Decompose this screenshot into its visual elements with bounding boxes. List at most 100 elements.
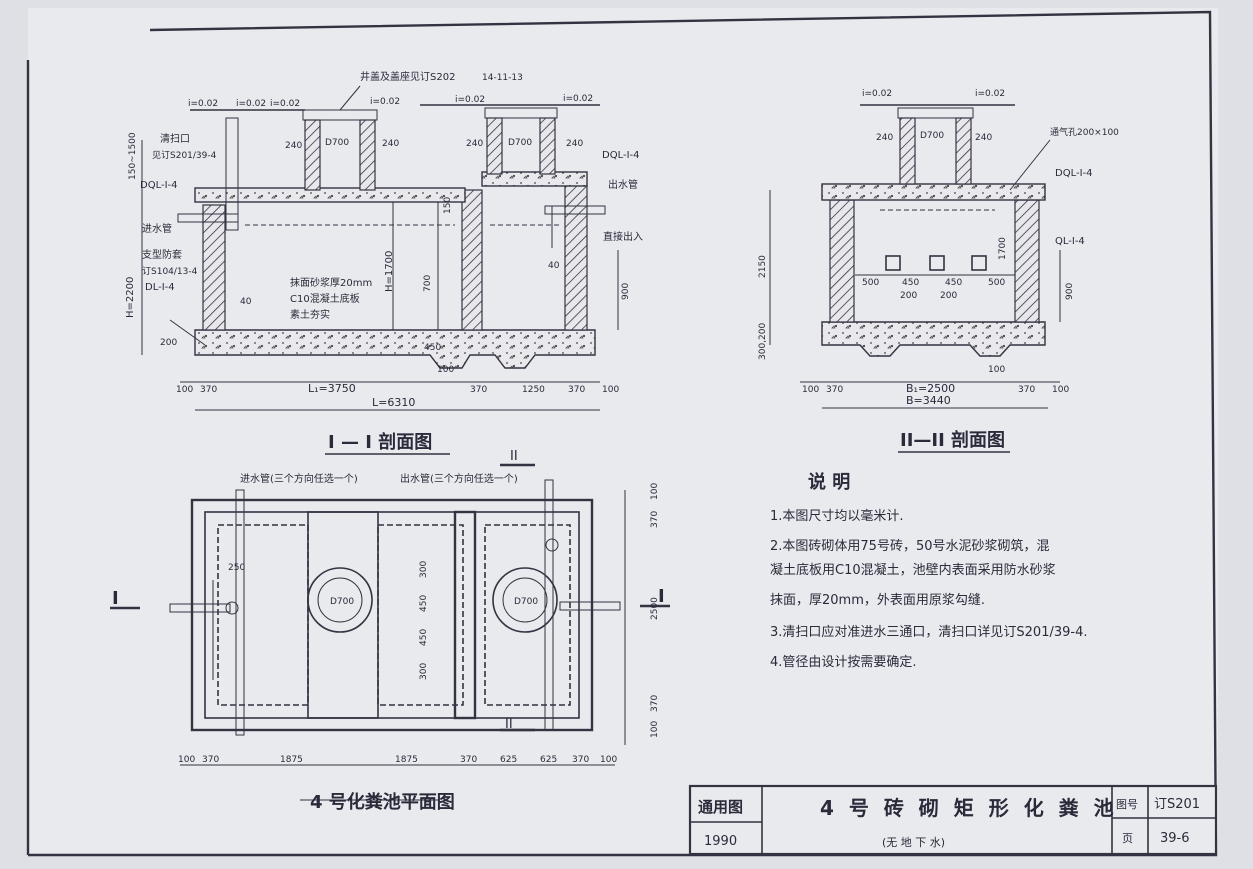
dim-inner: 450 — [419, 595, 429, 612]
cleanout-ref-label: 见订S201/39-4 — [152, 150, 217, 161]
plan-outer-wall — [190, 498, 594, 732]
dim-bottom: 100 — [176, 385, 193, 395]
dql-label: DQL-I-4 — [1055, 168, 1093, 179]
dim-bottom: 100 — [988, 365, 1005, 375]
inlet-pipe — [177, 213, 239, 223]
cover-ref-page: 14-11-13 — [482, 73, 523, 83]
c10-label: C10混凝土底板 — [290, 292, 360, 305]
slope-label: i=0.02 — [270, 99, 300, 109]
dim-plan-bottom: 370 — [572, 755, 589, 765]
section-2-2 — [769, 104, 1061, 409]
atlas-number: 订S201 — [1154, 797, 1200, 812]
dim-plan-bottom: 100 — [178, 755, 195, 765]
opening — [885, 255, 901, 271]
drawing-subtitle: (无 地 下 水) — [882, 836, 945, 849]
category-label: 通用图 — [698, 798, 743, 816]
wall-240-label: 240 — [466, 139, 483, 149]
opening — [971, 255, 987, 271]
cleanout-circle — [225, 601, 239, 615]
leader-cover — [339, 85, 361, 111]
vent-label: 通气孔200×100 — [1050, 126, 1119, 138]
leader — [169, 319, 206, 346]
manhole-inner — [317, 577, 363, 623]
right-wall — [1014, 199, 1040, 323]
concrete-base-slab — [194, 329, 596, 369]
notes-heading: 说 明 — [808, 471, 850, 493]
dql-right-label: DQL-I-4 — [602, 150, 640, 161]
dim-plan-bottom: 100 — [600, 755, 617, 765]
cut-mark-I-left: I — [112, 588, 119, 609]
dim-plan-bottom: 370 — [460, 755, 477, 765]
h-inner-label: H=1700 — [384, 251, 395, 292]
page-number: 39-6 — [1160, 831, 1190, 846]
atlas-label: 图号 — [1116, 798, 1138, 811]
dim-200-label: 200 — [160, 338, 177, 348]
shaft-wall — [539, 117, 556, 175]
roof-slab — [821, 183, 1046, 201]
note-line: 4.管径由设计按需要确定. — [770, 655, 917, 670]
section-1-title: I — I 剖面图 — [328, 431, 432, 453]
shaft-wall — [359, 119, 376, 191]
h900-label: 900 — [1065, 283, 1075, 300]
h-total-label: H=2200 — [125, 277, 136, 318]
dim-plan-right: 100 — [650, 483, 660, 500]
dim-bottom: 370 — [1018, 385, 1035, 395]
cut-mark-I-right: I — [658, 586, 665, 607]
wall-240-label: 240 — [285, 141, 302, 151]
notes-block: 说 明 1.本图尺寸均以毫米计. 2.本图砖砌体用75号砖，50号水泥砂浆砌筑，… — [770, 471, 1088, 670]
dim-plan-right: 370 — [650, 511, 660, 528]
outlet-pipe-label: 出水管 — [608, 178, 638, 191]
manhole-cover — [897, 107, 974, 119]
dim-bottom: 100 — [802, 385, 819, 395]
d700-label: D700 — [330, 597, 354, 607]
base-dim-label: 300,200 — [758, 323, 768, 360]
dim-inner: 450 — [419, 629, 429, 646]
dim-B-label: B=3440 — [906, 394, 951, 407]
slope-label: i=0.02 — [370, 97, 400, 107]
partition-strip — [307, 511, 379, 719]
dim-900-label: 900 — [621, 283, 631, 300]
d700-label: D700 — [514, 597, 538, 607]
wall-240-label: 240 — [382, 139, 399, 149]
manhole-inner — [502, 577, 548, 623]
plan-title: 4 号化粪池平面图 — [310, 791, 455, 813]
wall-240-label: 240 — [975, 133, 992, 143]
d700-label: D700 — [508, 138, 532, 148]
dim-L-label: L=6310 — [372, 396, 415, 409]
roof-slab-left — [194, 187, 466, 203]
page-label: 页 — [1122, 832, 1133, 845]
dl-label: DL-I-4 — [145, 282, 175, 293]
dim-bottom: 370 — [826, 385, 843, 395]
d700-label: D700 — [325, 138, 349, 148]
dim-plan-right: 100 — [650, 721, 660, 738]
dim-bottom-L1: L₁=3750 — [308, 382, 356, 395]
dim-plan-right: 370 — [650, 695, 660, 712]
opening — [929, 255, 945, 271]
dim-inner: 300 — [419, 663, 429, 680]
d700-label: D700 — [920, 131, 944, 141]
dim-450-label: 450 — [902, 278, 919, 288]
dim-bottom: 100 — [437, 365, 454, 375]
dim-bottom: 100 — [602, 385, 619, 395]
dim-inner: 300 — [419, 561, 429, 578]
left-wall — [829, 199, 855, 323]
dim-top-label: 150~1500 — [128, 132, 138, 180]
manhole-cover — [484, 107, 558, 119]
dim-40-label: 40 — [240, 297, 252, 307]
dim-500-label: 500 — [862, 278, 879, 288]
slope-label: i=0.02 — [236, 99, 266, 109]
dql-left-label: DQL-I-4 — [140, 180, 178, 191]
soil-label: 素土夯实 — [290, 308, 330, 321]
dim-150-label: 150 — [443, 197, 453, 214]
dim-450-label: 450 — [424, 343, 441, 353]
plan-view — [110, 463, 670, 801]
dim-200-label: 200 — [900, 291, 917, 301]
dim-40b-label: 40 — [548, 261, 560, 271]
manhole-circle — [492, 567, 558, 633]
dim-700-label: 700 — [423, 275, 433, 292]
cover-ref-label: 井盖及盖座见订S202 — [360, 70, 455, 83]
shaft-wall — [955, 117, 972, 185]
dim-plan-right: 2500 — [650, 597, 660, 620]
plaster-label: 抹面砂浆厚20mm — [290, 276, 372, 289]
